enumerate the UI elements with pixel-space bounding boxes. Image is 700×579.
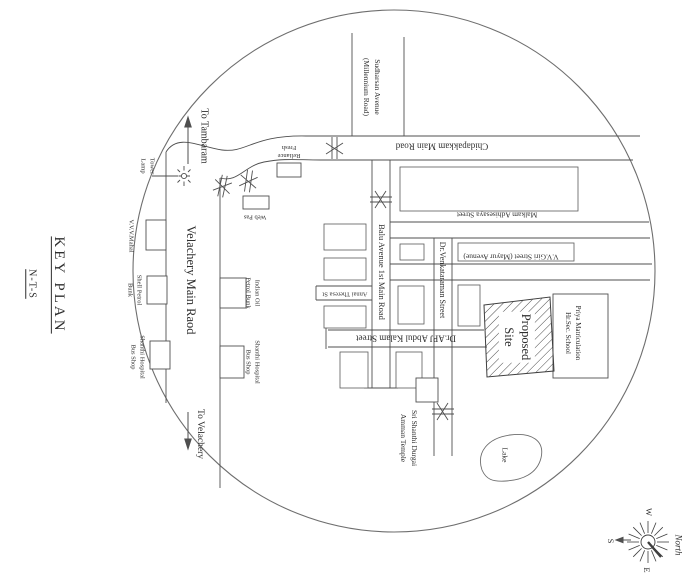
landmark-reliance-fresh: Reliance Fresh — [277, 144, 301, 160]
landmark-shell-petrol: Shell Petrol Bunk — [126, 274, 143, 306]
direction-to-velachery: To Velachery — [194, 408, 205, 460]
arrow-to-tambaram-icon — [184, 115, 192, 164]
compass-east-label: E — [642, 567, 653, 573]
road-abdul-kalam-street — [325, 328, 487, 349]
building-vvv-mahal — [145, 219, 167, 251]
road-label-annai-theresa: Annai Theresa St — [322, 290, 368, 298]
plan-circle — [132, 9, 656, 533]
road-label-abdul-kalam: Dr.APJ Abdul Kalam Street — [356, 333, 456, 344]
landmark-lake: Lake — [500, 447, 510, 463]
building-school — [552, 293, 609, 379]
building-shanthi-bus-shop-right — [219, 345, 245, 379]
building-shell-petrol — [146, 275, 168, 305]
road-s-curve-junction — [165, 135, 322, 180]
road-malkam-street — [390, 221, 650, 239]
road-chidapakkam-main — [306, 135, 640, 161]
landmark-vvv-mahal: V.V.V.Mahal — [127, 219, 135, 253]
road-sudharsan-avenue — [351, 33, 405, 136]
compass-north-label: North — [673, 534, 684, 556]
lake-outline — [480, 433, 543, 482]
road-label-vv-giri: V.V.Giri Street (Mayur Avenue) — [463, 252, 559, 262]
landmark-temple: Sri Shanthi Durgai Amman Temple — [399, 409, 419, 467]
compass-south-label: S — [606, 538, 617, 544]
building-temple — [415, 377, 439, 403]
landmark-shanthi-hospital-right: Shanthi Hospital Bus Shop — [244, 340, 261, 384]
building-reliance-fresh — [276, 162, 302, 178]
arrow-to-velachery-icon — [184, 412, 192, 451]
scale-note: N-T-S — [26, 269, 38, 299]
road-balu-avenue — [364, 160, 398, 389]
building-web-pas — [242, 195, 270, 210]
landmark-school: Priya Matriculation Hr.Sec. School — [564, 305, 583, 361]
road-vvgiri-street — [390, 263, 652, 281]
compass-west-label: W — [644, 507, 655, 517]
landmark-web-pas: Web Pas — [243, 213, 267, 221]
compass-rose-icon — [627, 521, 669, 563]
road-label-venkataraman: Dr.Venkataraman Street — [437, 241, 447, 319]
landmark-indian-oil: Indian Oil Petrol Bunk — [244, 277, 261, 309]
compass-south-arrow-icon — [614, 536, 631, 544]
road-label-velachery-main: Velachery Main Raod — [184, 225, 199, 335]
direction-to-tambaram: To Tambaram — [198, 108, 210, 164]
building-shanthi-bus-shop-left — [149, 340, 171, 370]
page-title: KEY PLAN — [50, 236, 67, 334]
road-label-balu-avenue: Balu Avenue 1st Main Road — [377, 224, 388, 320]
road-label-malkam: Malkam Adhisesaya Street — [456, 210, 538, 220]
road-annai-theresa-street — [315, 285, 372, 301]
proposed-site-label: Proposed Site — [499, 311, 535, 363]
road-label-chidapakkam: Chidapakkam Main Road — [395, 141, 489, 152]
landmark-shanthi-hospital-left: Shanthi Hospital Bus Shop — [129, 335, 146, 379]
compass-needle — [647, 541, 662, 558]
tower-lamp-icon — [152, 166, 191, 186]
landmark-tower-lamp: Tower Lamp — [139, 157, 156, 175]
building-indian-oil — [219, 277, 247, 309]
road-label-sudharsan: Sudharsan Avenue (Millennium Road) — [362, 57, 382, 117]
